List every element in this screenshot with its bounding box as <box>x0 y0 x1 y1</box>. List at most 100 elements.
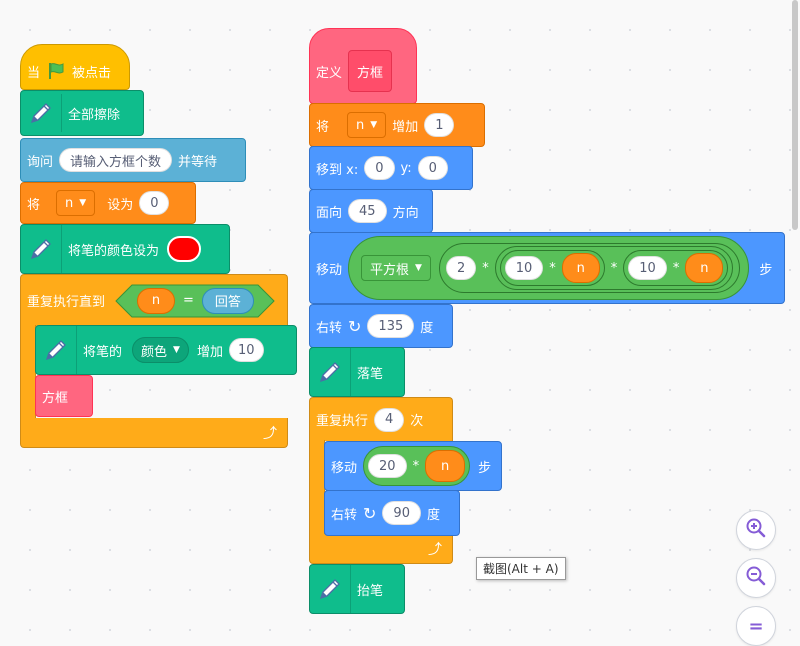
inner-turn-right-block[interactable]: 右转 ↻ 90 度 <box>324 490 460 536</box>
pen-icon <box>310 348 351 396</box>
multiply-reporter-pair[interactable]: 10 * n * 10 * n <box>494 246 734 290</box>
point-label: 面向 <box>316 205 343 221</box>
ask-label: 询问 <box>27 154 54 170</box>
green-flag-icon <box>46 61 66 81</box>
goto-x-input[interactable]: 0 <box>364 156 395 180</box>
change-variable-block[interactable]: 将 n▼ 增加 1 <box>309 103 485 147</box>
repeat-label: 重复执行 <box>316 414 369 429</box>
ten-a-input[interactable]: 10 <box>504 256 544 280</box>
point-in-direction-block[interactable]: 面向 45 方向 <box>309 189 433 233</box>
inner-move-block[interactable]: 移动 20 * n 步 <box>324 441 502 491</box>
change-pen-prefix-label: 将笔的 <box>83 344 123 360</box>
erase-all-block[interactable]: 全部擦除 <box>20 90 144 136</box>
repeat-block[interactable]: 重复执行 4 次 <box>309 397 453 441</box>
variable-dropdown[interactable]: n▼ <box>56 190 96 216</box>
pen-param-dropdown[interactable]: 颜色 ▼ <box>132 337 189 363</box>
multiply-reporter-outer[interactable]: 2 * 10 * n * 10 * n <box>438 243 741 293</box>
set-to-label: 设为 <box>107 197 134 213</box>
repeat-arm <box>309 440 325 536</box>
rotate-right-icon: ↻ <box>348 316 362 336</box>
multiply-reporter-b[interactable]: 10 * n <box>623 250 729 286</box>
equals-operator: = <box>183 293 194 308</box>
point-value-input[interactable]: 45 <box>348 199 387 223</box>
math-op-value: 平方根 <box>370 262 410 278</box>
repeat-until-label: 重复执行直到 <box>27 295 106 310</box>
steps-label: 步 <box>759 262 773 278</box>
repeat-footer[interactable]: ⤴ <box>309 534 453 564</box>
ask-wait-label: 并等待 <box>178 154 218 170</box>
zoom-out-button[interactable] <box>736 558 776 598</box>
variable-dropdown[interactable]: n▼ <box>347 112 387 138</box>
change-pen-color-block[interactable]: 将笔的 颜色 ▼ 增加 10 <box>35 325 297 375</box>
zoom-in-button[interactable] <box>736 510 776 550</box>
sqrt-factor-input[interactable]: 2 <box>445 256 477 280</box>
change-prefix-label: 将 <box>316 119 330 135</box>
ten-b-input[interactable]: 10 <box>628 256 667 280</box>
pen-icon <box>36 326 77 374</box>
set-value-input[interactable]: 0 <box>139 191 170 215</box>
inner-multiply-reporter[interactable]: 20 * n <box>363 446 471 486</box>
goto-y-label: y: <box>400 160 412 176</box>
go-to-xy-block[interactable]: 移到 x: 0 y: 0 <box>309 146 473 190</box>
loop-arrow-icon: ⤴ <box>263 425 277 442</box>
variable-name: n <box>65 195 74 211</box>
chevron-down-icon: ▼ <box>370 120 378 130</box>
chevron-down-icon: ▼ <box>173 345 180 355</box>
inner-move-a-input[interactable]: 20 <box>368 454 407 478</box>
zoom-in-icon <box>745 517 767 543</box>
n-reporter-b[interactable]: n <box>685 253 724 283</box>
hat-when-label: 当 <box>27 65 41 81</box>
ask-and-wait-block[interactable]: 询问 请输入方框个数 并等待 <box>20 138 246 182</box>
pen-up-label: 抬笔 <box>357 583 384 599</box>
screenshot-tooltip: 截图(Alt + A) <box>476 557 566 580</box>
set-pen-color-block[interactable]: 将笔的颜色设为 <box>20 224 230 274</box>
erase-all-label: 全部擦除 <box>68 107 121 123</box>
move-steps-block[interactable]: 移动 平方根 ▼ 2 * 10 * n * 10 * n 步 <box>309 232 785 304</box>
change-by-label: 增加 <box>392 119 419 135</box>
pen-param-value: 颜色 <box>141 344 168 360</box>
turn-value-input[interactable]: 135 <box>367 314 415 338</box>
define-prototype[interactable]: 方框 <box>348 50 393 92</box>
math-op-dropdown[interactable]: 平方根 ▼ <box>361 255 431 281</box>
pen-up-block[interactable]: 抬笔 <box>309 564 405 614</box>
multiply-reporter-a[interactable]: 10 * n <box>499 250 605 286</box>
ask-question-input[interactable]: 请输入方框个数 <box>59 148 173 172</box>
pen-down-label: 落笔 <box>357 366 384 382</box>
vertical-scrollbar[interactable] <box>792 0 798 230</box>
repeat-until-block[interactable]: 重复执行直到 n = 回答 <box>20 274 288 326</box>
inner-n-reporter[interactable]: n <box>425 450 466 482</box>
define-name-label: 方框 <box>357 65 384 81</box>
repeat-count-input[interactable]: 4 <box>374 407 405 432</box>
inner-turn-label: 右转 <box>331 507 358 523</box>
call-box-block[interactable]: 方框 <box>35 375 93 417</box>
equals-condition[interactable]: n = 回答 <box>115 284 276 318</box>
sqrt-operator-reporter[interactable]: 平方根 ▼ 2 * 10 * n * 10 * n <box>348 236 750 300</box>
n-reporter-a[interactable]: n <box>561 253 600 283</box>
cond-variable-reporter[interactable]: n <box>137 287 176 314</box>
pen-icon <box>310 565 351 613</box>
repeat-until-arm <box>20 325 36 420</box>
chevron-down-icon: ▼ <box>415 263 422 273</box>
call-box-label: 方框 <box>42 390 69 406</box>
set-prefix-label: 将 <box>27 197 41 213</box>
change-value-input[interactable]: 1 <box>424 113 455 137</box>
set-variable-block[interactable]: 将 n▼ 设为 0 <box>20 182 196 224</box>
change-pen-by-label: 增加 <box>196 344 223 360</box>
loop-arrow-icon: ⤴ <box>428 541 442 558</box>
times-operator: * <box>549 260 556 276</box>
goto-y-input[interactable]: 0 <box>417 156 448 180</box>
move-label: 移动 <box>316 262 343 278</box>
times-operator: * <box>672 260 680 276</box>
repeat-until-footer[interactable]: ⤴ <box>20 418 288 448</box>
pen-down-block[interactable]: 落笔 <box>309 347 405 397</box>
color-swatch[interactable] <box>167 236 202 262</box>
zoom-reset-button[interactable]: = <box>736 606 776 646</box>
answer-reporter[interactable]: 回答 <box>201 287 254 314</box>
when-flag-clicked-hat[interactable]: 当 被点击 <box>20 44 130 90</box>
change-pen-value-input[interactable]: 10 <box>228 338 264 362</box>
define-hat-block[interactable]: 定义 方框 <box>309 28 417 104</box>
variable-name: n <box>356 117 365 133</box>
turn-right-block[interactable]: 右转 ↻ 135 度 <box>309 304 453 348</box>
inner-turn-value-input[interactable]: 90 <box>382 501 421 525</box>
repeat-times-label: 次 <box>410 414 424 429</box>
